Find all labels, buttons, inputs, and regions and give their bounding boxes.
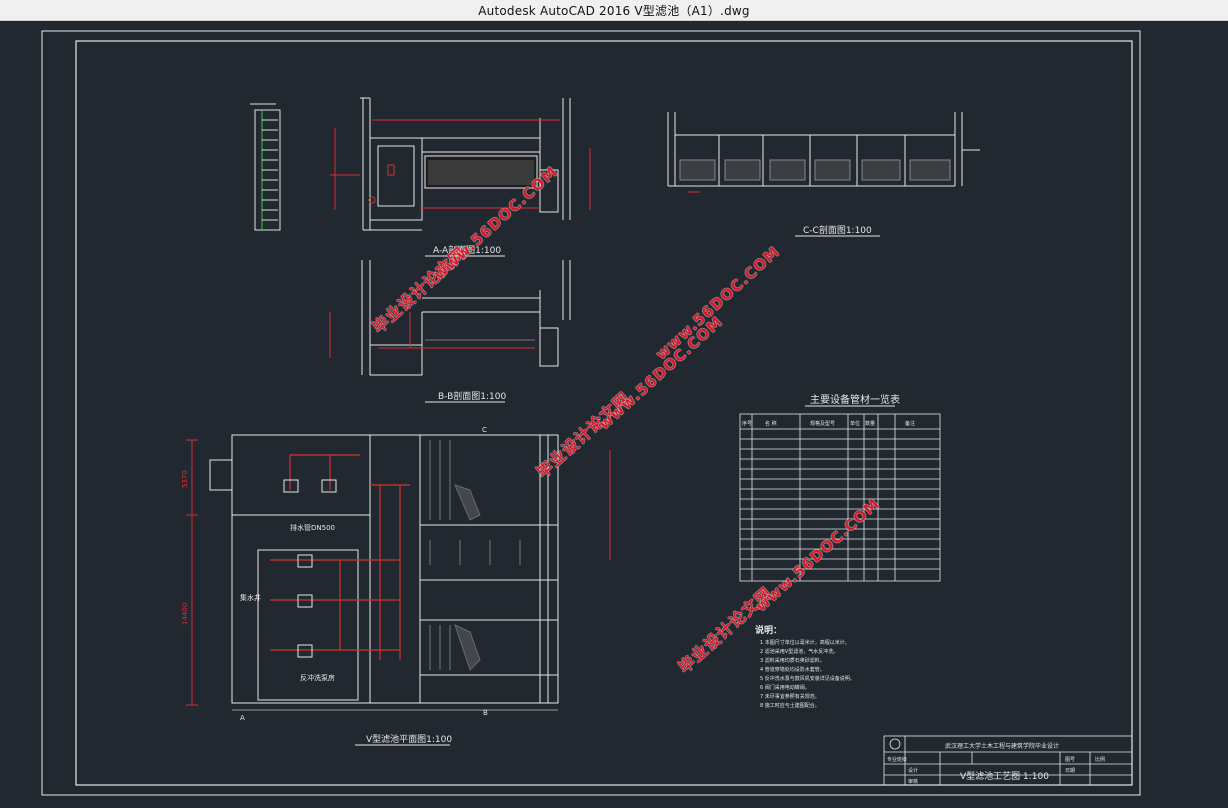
table-h-1: 名 称: [765, 420, 777, 427]
section-cc[interactable]: [667, 112, 980, 193]
drawing-canvas[interactable]: A-A剖面图1:100 C-C剖面图1:100: [0, 20, 1228, 804]
section-cc-title: C-C剖面图1:100: [803, 224, 872, 236]
table-h-4: 数量: [865, 420, 875, 427]
dim-14400: 14400: [181, 603, 189, 625]
title-block-school: 武汉理工大学土木工程与建筑学院毕业设计: [945, 742, 1059, 750]
equipment-table-title: 主要设备管材一览表: [810, 393, 900, 406]
notes-list: 1 本图尺寸单位以毫米计，高程以米计。 2 滤池采用V型滤池，气水反冲洗。 3 …: [760, 639, 855, 709]
plan-b-mark: B: [483, 709, 488, 717]
plan-a-mark: A: [240, 714, 245, 722]
label-pipe-dn: 排水管DN500: [290, 523, 335, 532]
layer-legend: [250, 103, 281, 231]
tb-label-0: 专业班级: [887, 756, 907, 763]
svg-text:2 滤池采用V型滤池，气水反冲洗。: 2 滤池采用V型滤池，气水反冲洗。: [760, 648, 838, 655]
cad-drawing[interactable]: A-A剖面图1:100 C-C剖面图1:100: [0, 20, 1228, 804]
notes-title: 说明：: [755, 624, 782, 636]
svg-text:6 阀门采用电动蝶阀。: 6 阀门采用电动蝶阀。: [760, 684, 810, 691]
tb-label-5: 比例: [1095, 756, 1105, 763]
equipment-table[interactable]: [739, 413, 941, 582]
label-backwash: 反冲洗泵房: [300, 673, 335, 682]
table-h-3: 单位: [850, 420, 860, 427]
plan-c-mark: C: [482, 426, 487, 434]
window-title: Autodesk AutoCAD 2016 V型滤池（A1）.dwg: [478, 4, 750, 18]
svg-text:4 管道穿墙处均设防水套管。: 4 管道穿墙处均设防水套管。: [760, 666, 825, 673]
tb-label-2: 审核: [908, 778, 918, 785]
tb-label-3: 图号: [1065, 757, 1075, 763]
plan-view[interactable]: [209, 434, 559, 711]
svg-text:8 施工时应与土建图配合。: 8 施工时应与土建图配合。: [760, 702, 820, 709]
inner-frame: [75, 40, 1133, 786]
svg-text:1 本图尺寸单位以毫米计，高程以米计。: 1 本图尺寸单位以毫米计，高程以米计。: [760, 639, 850, 646]
title-block[interactable]: [883, 735, 1133, 786]
window-titlebar: Autodesk AutoCAD 2016 V型滤池（A1）.dwg: [0, 0, 1228, 21]
svg-text:5 反冲洗水泵与鼓风机安装详见设备说明。: 5 反冲洗水泵与鼓风机安装详见设备说明。: [760, 675, 855, 682]
table-h-5: 备注: [905, 420, 915, 427]
section-aa-filter-media: [428, 160, 534, 185]
svg-text:3 滤料采用均质石英砂滤料。: 3 滤料采用均质石英砂滤料。: [760, 657, 825, 664]
dim-5370: 5370: [181, 470, 189, 488]
plan-title: V型滤池平面图1:100: [366, 733, 452, 745]
tb-label-4: 日期: [1065, 768, 1075, 774]
label-clear-well: 集水井: [240, 593, 261, 602]
table-h-0: 序号: [742, 420, 752, 427]
table-h-2: 规格及型号: [810, 420, 835, 427]
section-bb[interactable]: [329, 260, 571, 376]
plan-dimension-lines: [186, 439, 611, 706]
svg-text:7 未尽事宜参照有关规范。: 7 未尽事宜参照有关规范。: [760, 693, 820, 700]
section-bb-title: B-B剖面图1:100: [438, 390, 506, 402]
outer-frame: [41, 30, 1141, 796]
title-block-drawing-name: V型滤池工艺图 1:100: [960, 770, 1049, 782]
section-aa-title: A-A剖面图1:100: [433, 244, 501, 256]
tb-label-1: 设计: [908, 767, 918, 774]
